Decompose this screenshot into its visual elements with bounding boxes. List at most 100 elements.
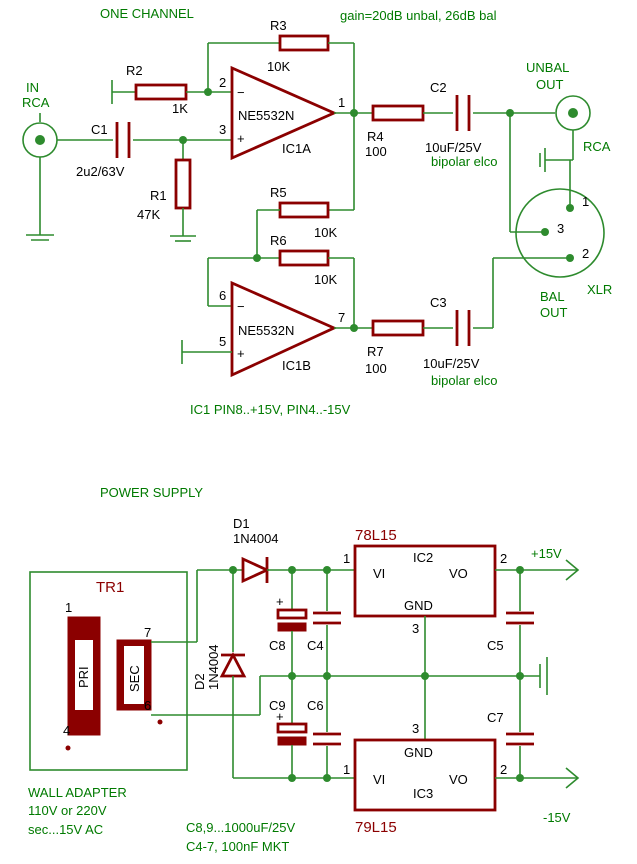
r4-value: 100	[365, 144, 387, 159]
r1-value: 47K	[137, 207, 160, 222]
unbal-out-label-line2: OUT	[536, 77, 564, 92]
ic3-pin1: 1	[343, 762, 350, 777]
r7-value: 100	[365, 361, 387, 376]
tr1-pri: PRI	[76, 666, 91, 688]
bal-out-label-line2: OUT	[540, 305, 568, 320]
r5-resistor	[278, 201, 330, 219]
ic1a-ref: IC1A	[282, 141, 311, 156]
ic1a-pin1: 1	[338, 95, 345, 110]
r3-ref: R3	[270, 18, 287, 33]
ic2-pin3: 3	[412, 621, 419, 636]
secondary-label: sec...15V AC	[28, 822, 103, 837]
ic1a-pin3: 3	[219, 122, 226, 137]
r4-ref: R4	[367, 129, 384, 144]
ic2-vi: VI	[373, 566, 385, 581]
r2-ref: R2	[126, 63, 143, 78]
d1-diode	[241, 556, 271, 584]
r3-value: 10K	[267, 59, 290, 74]
c2-value: 10uF/25V	[425, 140, 482, 155]
ic1a-minus: −	[237, 85, 245, 100]
r7-ref: R7	[367, 344, 384, 359]
tr1-pin4: 4	[63, 723, 70, 738]
tr1-ref: TR1	[96, 579, 124, 596]
c6-capacitor	[313, 732, 341, 746]
ic1a-opamp	[230, 65, 338, 161]
ic3-pin3: 3	[412, 721, 419, 736]
tr1-pin1: 1	[65, 600, 72, 615]
ic1b-pin7: 7	[338, 310, 345, 325]
c9-capacitor	[276, 722, 308, 746]
ic3-regulator	[353, 738, 497, 812]
ic3-part: 79L15	[355, 819, 397, 836]
ic1a-part: NE5532N	[238, 108, 294, 123]
tr1-sec: SEC	[127, 665, 142, 692]
title-one-channel: ONE CHANNEL	[100, 6, 194, 21]
xlr-pin3: 3	[557, 221, 564, 236]
ic1b-part: NE5532N	[238, 323, 294, 338]
ic2-pin1: 1	[343, 551, 350, 566]
d2-value: 1N4004	[206, 644, 221, 690]
in-rca-connector	[22, 113, 58, 241]
ic2-part: 78L15	[355, 527, 397, 544]
c5-ref: C5	[487, 638, 504, 653]
r6-value: 10K	[314, 272, 337, 287]
rca-label: RCA	[583, 139, 611, 154]
c7-capacitor	[506, 732, 534, 746]
d2-diode	[219, 651, 247, 678]
d1-ref: D1	[233, 516, 250, 531]
note-c47: C4-7, 100nF MKT	[186, 839, 289, 854]
tr1-pin6: 6	[144, 698, 151, 713]
wall-adapter-box	[29, 571, 188, 771]
r1-ref: R1	[150, 188, 167, 203]
c2-ref: C2	[430, 80, 447, 95]
d1-value: 1N4004	[233, 531, 279, 546]
ic3-pin2: 2	[500, 762, 507, 777]
c8-plus: +	[276, 594, 284, 609]
ic2-gnd: GND	[404, 598, 433, 613]
ic1b-opamp	[230, 280, 338, 378]
in-rca-label-line2: RCA	[22, 95, 50, 110]
c5-capacitor	[506, 611, 534, 625]
xlr-pin2: 2	[582, 246, 589, 261]
ic1a-plus: +	[237, 131, 245, 146]
title-power-supply: POWER SUPPLY	[100, 485, 203, 500]
c4-ref: C4	[307, 638, 324, 653]
c6-ref: C6	[307, 698, 324, 713]
mains-label: 110V or 220V	[28, 803, 107, 818]
rail-negative: -15V	[543, 810, 571, 825]
r3-resistor	[278, 34, 330, 52]
ic2-pin2: 2	[500, 551, 507, 566]
tr1-transformer	[67, 616, 152, 736]
c3-ref: C3	[430, 295, 447, 310]
ic1b-pin6: 6	[219, 288, 226, 303]
r5-value: 10K	[314, 225, 337, 240]
ic1b-ref: IC1B	[282, 358, 311, 373]
r4-resistor	[371, 104, 425, 122]
ic1b-pin5: 5	[219, 334, 226, 349]
bal-out-label-line1: BAL	[540, 289, 565, 304]
xlr-connector	[515, 188, 605, 278]
ic1-power-note: IC1 PIN8..+15V, PIN4..-15V	[190, 402, 351, 417]
ic1b-minus: −	[237, 299, 245, 314]
r1-resistor	[174, 158, 192, 210]
ic1a-pin2: 2	[219, 75, 226, 90]
ic3-vi: VI	[373, 772, 385, 787]
r7-resistor	[371, 319, 425, 337]
r5-ref: R5	[270, 185, 287, 200]
c1-ref: C1	[91, 122, 108, 137]
ic3-ref: IC3	[413, 786, 433, 801]
xlr-pin1: 1	[582, 194, 589, 209]
c8-capacitor	[276, 608, 308, 632]
c1-value: 2u2/63V	[76, 164, 125, 179]
ic3-vo: VO	[449, 772, 468, 787]
r2-value: 1K	[172, 101, 188, 116]
c8-ref: C8	[269, 638, 286, 653]
c9-plus: +	[276, 709, 284, 724]
c3-value: 10uF/25V	[423, 356, 480, 371]
c2-capacitor	[455, 95, 471, 131]
title-gain: gain=20dB unbal, 26dB bal	[340, 8, 497, 23]
c7-ref: C7	[487, 710, 504, 725]
xlr-label: XLR	[587, 282, 612, 297]
unbal-out-rca-connector	[555, 95, 591, 131]
